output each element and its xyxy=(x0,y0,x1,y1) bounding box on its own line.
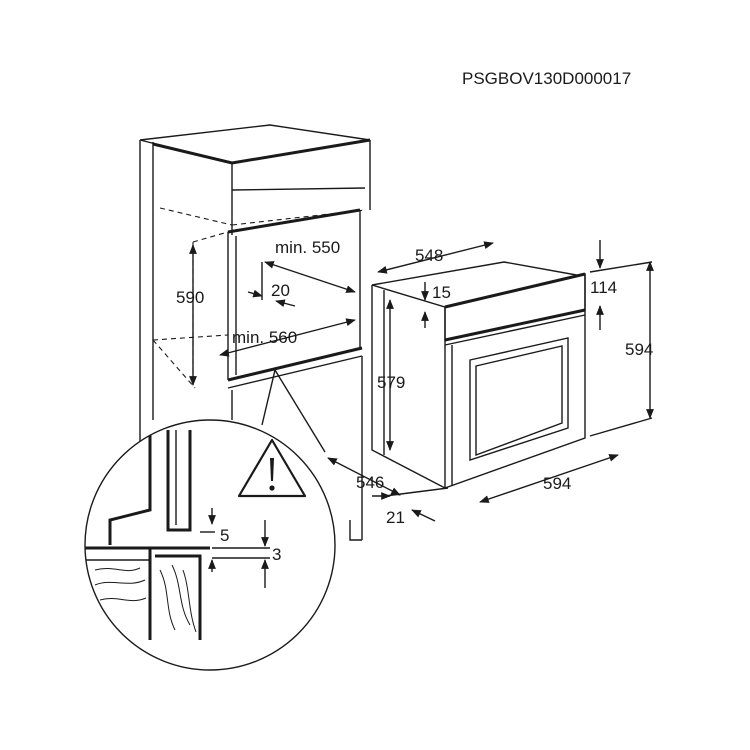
dim-min-550: min. 550 xyxy=(275,238,340,257)
dim-594-width: 594 xyxy=(543,474,571,493)
document-code: PSGBOV130D000017 xyxy=(462,69,631,88)
detail-circle: 5 3 xyxy=(84,369,336,671)
dim-590: 590 xyxy=(176,288,204,307)
dim-579: 579 xyxy=(377,373,405,392)
dim-5: 5 xyxy=(220,526,229,545)
dim-114: 114 xyxy=(590,278,617,297)
dim-546: 546 xyxy=(356,473,384,492)
dim-min-560: min. 560 xyxy=(232,328,297,347)
dim-548: 548 xyxy=(415,246,443,265)
dim-3: 3 xyxy=(272,545,281,564)
dim-594-height: 594 xyxy=(625,340,653,359)
dim-20: 20 xyxy=(271,281,290,300)
warning-triangle-icon xyxy=(237,438,307,498)
dim-15: 15 xyxy=(432,283,451,302)
cabinet-dimensions: 590 min. 550 20 min. 560 xyxy=(176,238,356,386)
oven-dimensions: 548 15 114 594 579 546 21 594 xyxy=(327,240,654,527)
dim-21: 21 xyxy=(386,508,405,527)
